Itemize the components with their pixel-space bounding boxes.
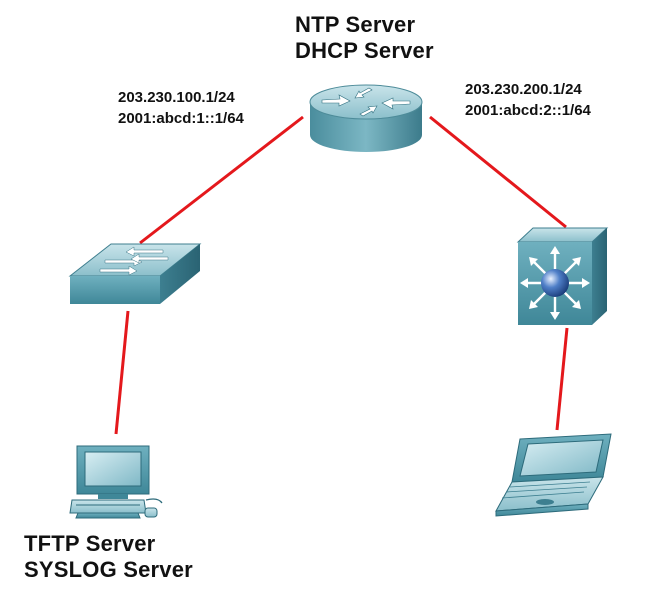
- link-switch-pc: [114, 310, 130, 435]
- links: [114, 115, 569, 435]
- pc-services-label: TFTP Server SYSLOG Server: [24, 531, 193, 583]
- router-service-dhcp: DHCP Server: [295, 38, 434, 63]
- left-link-address-label: 203.230.100.1/24 2001:abcd:1::1/64: [118, 87, 244, 129]
- multilayer-switch-icon[interactable]: [516, 227, 609, 325]
- right-link-ipv6: 2001:abcd:2::1/64: [465, 102, 591, 119]
- router-services-label: NTP Server DHCP Server: [295, 12, 434, 64]
- link-multilayer-switch-laptop: [555, 327, 569, 431]
- workgroup-switch-icon[interactable]: [68, 243, 202, 304]
- desktop-pc-icon[interactable]: [69, 445, 163, 519]
- right-link-address-label: 203.230.200.1/24 2001:abcd:2::1/64: [465, 79, 591, 121]
- pc-service-syslog: SYSLOG Server: [24, 557, 193, 582]
- left-link-ipv6: 2001:abcd:1::1/64: [118, 110, 244, 127]
- pc-service-tftp: TFTP Server: [24, 531, 156, 556]
- link-router-multilayer-switch: [429, 115, 567, 229]
- router-icon[interactable]: [309, 84, 423, 152]
- laptop-icon[interactable]: [495, 433, 612, 517]
- right-link-ipv4: 203.230.200.1/24: [465, 81, 582, 98]
- left-link-ipv4: 203.230.100.1/24: [118, 89, 235, 106]
- router-service-ntp: NTP Server: [295, 12, 416, 37]
- link-router-switch: [139, 115, 304, 245]
